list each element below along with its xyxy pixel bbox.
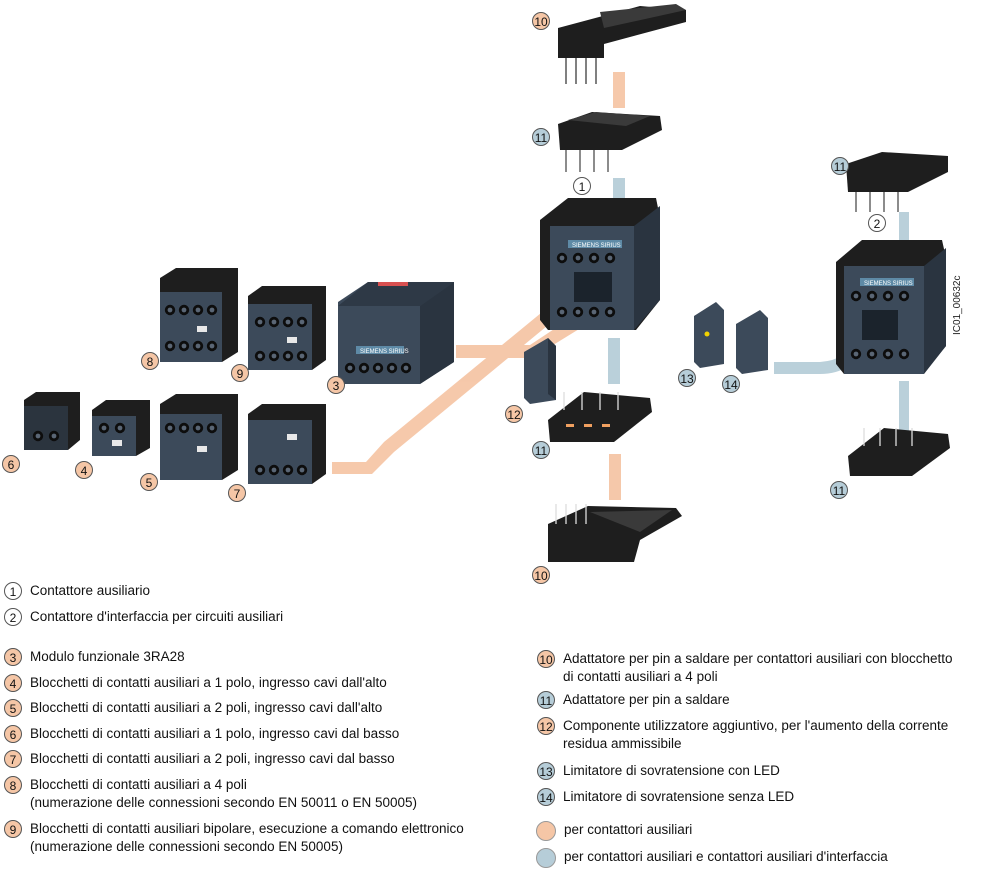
callout-10-top: 10 — [532, 12, 550, 30]
svg-text:SIEMENS SIRIUS: SIEMENS SIRIUS — [864, 281, 913, 287]
solder-pin-adapter-11-right-top — [846, 152, 948, 212]
legend-item-1: 1 Contattore ausiliario — [4, 582, 150, 600]
figure-code: IC01_00632c — [952, 275, 963, 336]
legend-item-12: 12 Componente utilizzatore aggiuntivo, p… — [537, 717, 948, 753]
legend-number: 1 — [4, 582, 22, 600]
callout-11-middle: 11 — [532, 441, 550, 459]
legend-number: 5 — [4, 699, 22, 717]
legend-item-5: 5 Blocchetti di contatti ausiliari a 2 p… — [4, 699, 382, 717]
auxiliary-contact-block-8 — [160, 268, 238, 362]
legend-text: Adattatore per pin a saldare per contatt… — [563, 651, 953, 684]
auxiliary-contact-block-4 — [92, 400, 150, 456]
callout-2: 2 — [868, 214, 886, 232]
interface-contactor-2: SIEMENS SIRIUS — [836, 240, 946, 374]
callout-10-bottom: 10 — [532, 566, 550, 584]
callout-9: 9 — [231, 364, 249, 382]
callout-11-top: 11 — [532, 128, 550, 146]
legend-text: Blocchetti di contatti ausiliari bipolar… — [30, 821, 464, 854]
svg-text:SIEMENS SIRIUS: SIEMENS SIRIUS — [572, 243, 621, 249]
legend-text: Blocchetti di contatti ausiliari a 1 pol… — [30, 726, 400, 741]
callout-5: 5 — [140, 473, 158, 491]
legend-number: 10 — [537, 650, 555, 668]
solder-pin-adapter-10-top — [558, 4, 686, 84]
callout-1: 1 — [573, 177, 591, 195]
legend-item-4: 4 Blocchetti di contatti ausiliari a 1 p… — [4, 674, 387, 692]
callout-4: 4 — [75, 461, 93, 479]
legend-text: per contattori ausiliari e contattori au… — [564, 849, 888, 864]
legend-item-8: 8 Blocchetti di contatti ausiliari a 4 p… — [4, 776, 417, 812]
legend-number: 9 — [4, 820, 22, 838]
auxiliary-contactor-1: SIEMENS SIRIUS — [540, 198, 660, 330]
legend-number: 4 — [4, 674, 22, 692]
legend-text: Contattore d'interfaccia per circuiti au… — [30, 609, 284, 624]
legend-number: 2 — [4, 608, 22, 626]
legend-number: 6 — [4, 725, 22, 743]
solder-pin-adapter-11-right-bottom — [848, 428, 950, 476]
legend-number: 14 — [537, 788, 555, 806]
legend-item-2: 2 Contattore d'interfaccia per circuiti … — [4, 608, 283, 626]
legend-swatch-orange: per contattori ausiliari — [536, 821, 692, 841]
legend-text: per contattori ausiliari — [564, 822, 693, 837]
legend-text: Contattore ausiliario — [30, 583, 151, 598]
legend-text: Blocchetti di contatti ausiliari a 4 pol… — [30, 777, 417, 810]
orange-swatch — [536, 821, 556, 841]
legend-number: 12 — [537, 717, 555, 735]
blue-swatch — [536, 848, 556, 868]
legend-swatch-blue: per contattori ausiliari e contattori au… — [536, 848, 888, 868]
legend-number: 11 — [537, 691, 555, 709]
auxiliary-contact-block-9 — [248, 286, 326, 370]
callout-12: 12 — [505, 405, 523, 423]
callout-3: 3 — [327, 376, 345, 394]
surge-suppressor-with-led-13 — [694, 302, 724, 368]
surge-suppressor-without-led-14 — [736, 310, 768, 374]
legend-number: 13 — [537, 762, 555, 780]
legend-text: Limitatore di sovratensione con LED — [563, 763, 780, 778]
legend-item-6: 6 Blocchetti di contatti ausiliari a 1 p… — [4, 725, 399, 743]
solder-pin-adapter-10-bottom — [548, 504, 682, 562]
legend-item-7: 7 Blocchetti di contatti ausiliari a 2 p… — [4, 750, 395, 768]
auxiliary-contact-block-5 — [160, 394, 238, 480]
function-module-3ra28: SIEMENS SIRIUS — [338, 282, 454, 384]
legend-text: Blocchetti di contatti ausiliari a 2 pol… — [30, 751, 395, 766]
callout-7: 7 — [228, 484, 246, 502]
additional-load-module-12 — [524, 338, 556, 404]
callout-8: 8 — [141, 352, 159, 370]
callout-11-right-bottom: 11 — [830, 481, 848, 499]
legend-item-14: 14 Limitatore di sovratensione senza LED — [537, 788, 794, 806]
auxiliary-contact-block-7 — [248, 404, 326, 484]
legend-item-11: 11 Adattatore per pin a saldare — [537, 691, 730, 709]
legend-number: 8 — [4, 776, 22, 794]
callout-14: 14 — [722, 375, 740, 393]
auxiliary-contact-block-6 — [24, 392, 80, 450]
legend-number: 3 — [4, 648, 22, 666]
solder-pin-adapter-11-top — [558, 112, 662, 172]
svg-text:SIEMENS SIRIUS: SIEMENS SIRIUS — [360, 349, 409, 355]
legend-item-13: 13 Limitatore di sovratensione con LED — [537, 762, 780, 780]
legend-item-3: 3 Modulo funzionale 3RA28 — [4, 648, 185, 666]
callout-13: 13 — [678, 369, 696, 387]
legend-text: Modulo funzionale 3RA28 — [30, 649, 185, 664]
legend-text: Blocchetti di contatti ausiliari a 2 pol… — [30, 700, 383, 715]
callout-6: 6 — [2, 455, 20, 473]
solder-pin-adapter-11-middle — [548, 392, 652, 442]
legend-text: Adattatore per pin a saldare — [563, 692, 730, 707]
callout-11-right-top: 11 — [831, 157, 849, 175]
legend-text: Componente utilizzatore aggiuntivo, per … — [563, 718, 949, 751]
legend-item-9: 9 Blocchetti di contatti ausiliari bipol… — [4, 820, 464, 856]
exploded-view-diagram: SIEMENS SIRIUS — [24, 4, 950, 562]
legend-text: Limitatore di sovratensione senza LED — [563, 789, 795, 804]
legend-text: Blocchetti di contatti ausiliari a 1 pol… — [30, 675, 387, 690]
legend-item-10: 10 Adattatore per pin a saldare per cont… — [537, 650, 952, 686]
legend-number: 7 — [4, 750, 22, 768]
